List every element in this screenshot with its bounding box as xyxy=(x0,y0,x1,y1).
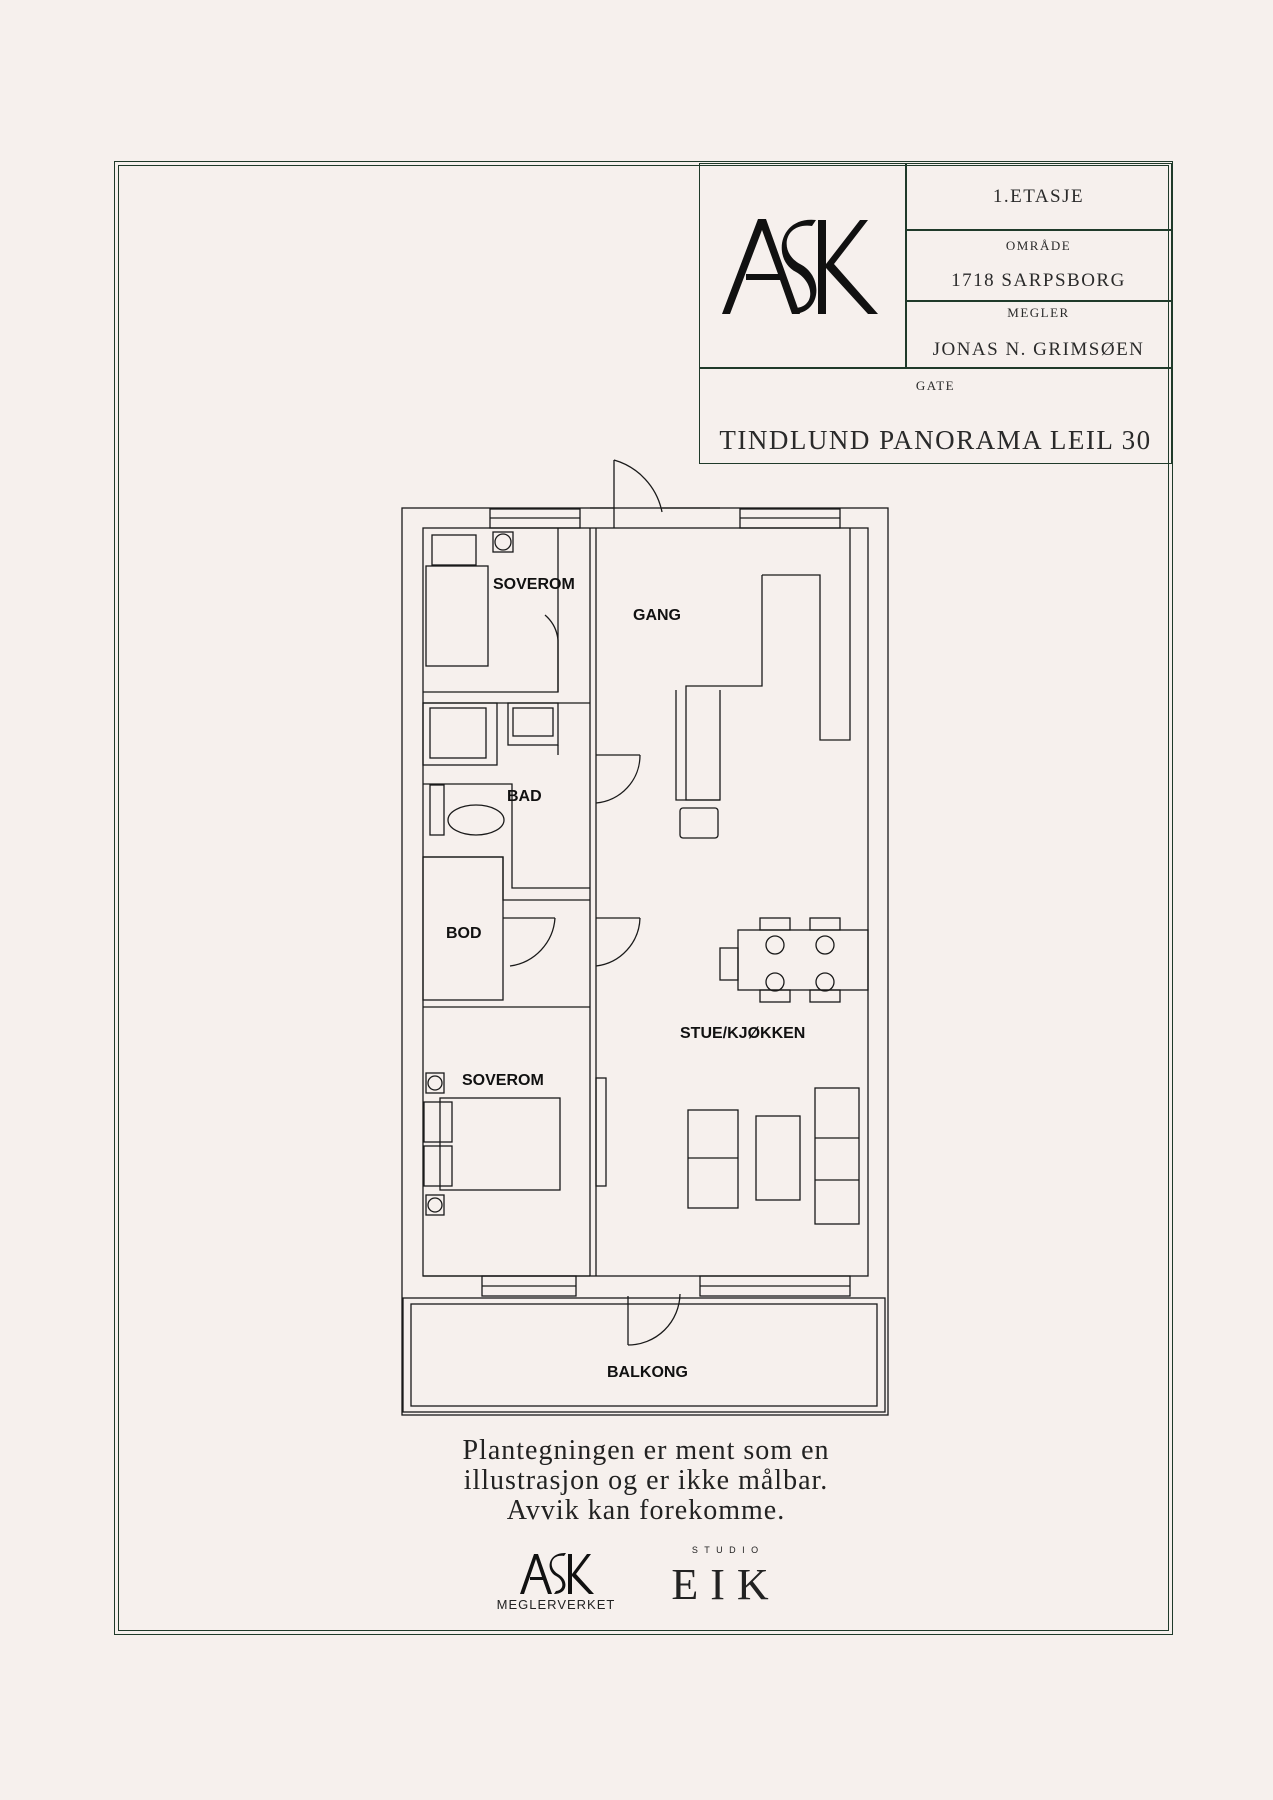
balcony-door xyxy=(627,1293,681,1346)
disclaimer: Plantegningen er ment som en illustrasjo… xyxy=(336,1436,956,1526)
room-label-bedroom-1: SOVEROM xyxy=(493,576,575,593)
bathroom-fixtures xyxy=(429,707,554,836)
floor-value: 1.ETASJE xyxy=(992,186,1085,207)
area-cell: OMRÅDE 1718 SARPSBORG xyxy=(905,229,1172,302)
room-label-storage: BOD xyxy=(446,925,482,942)
area-label: OMRÅDE xyxy=(1005,238,1072,253)
bedroom-1-bed xyxy=(425,531,514,667)
living-furniture xyxy=(595,1077,860,1225)
floor-cell: 1.ETASJE xyxy=(905,163,1172,231)
street-value: TINDLUND PANORAMA LEIL 30 xyxy=(719,425,1152,455)
dining-table xyxy=(719,917,869,1003)
room-label-balcony: BALKONG xyxy=(607,1364,688,1381)
title-block-logo-cell xyxy=(699,163,907,369)
drawing-frame-inner xyxy=(118,165,1169,1631)
room-label-bathroom: BAD xyxy=(507,788,542,805)
broker-label: MEGLER xyxy=(1007,305,1070,320)
room-label-living-kitchen: STUE/KJØKKEN xyxy=(680,1025,805,1042)
street-cell: GATE TINDLUND PANORAMA LEIL 30 xyxy=(699,367,1172,464)
studio-label: S T U D I O xyxy=(691,1545,761,1555)
disclaimer-line-3: Avvik kan forekomme. xyxy=(506,1495,786,1526)
bedroom-2-bed xyxy=(423,1072,561,1216)
windows xyxy=(481,508,851,1297)
disclaimer-line-1: Plantegningen er ment som en xyxy=(462,1435,830,1466)
ask-subtitle: MEGLERVERKET xyxy=(496,1597,616,1612)
room-label-bedroom-2: SOVEROM xyxy=(462,1072,544,1089)
disclaimer-line-2: illustrasjon og er ikke målbar. xyxy=(463,1465,829,1496)
interior-walls xyxy=(422,528,641,1277)
ask-logo xyxy=(722,219,878,314)
street-label: GATE xyxy=(915,378,956,393)
kitchen-counter xyxy=(675,528,851,839)
room-label-hallway: GANG xyxy=(633,607,681,624)
studio-eik-name: EIK xyxy=(671,1560,781,1609)
broker-cell: MEGLER JONAS N. GRIMSØEN xyxy=(905,300,1172,369)
entrance-door xyxy=(590,459,720,528)
exterior-walls xyxy=(401,507,889,1416)
broker-value: JONAS N. GRIMSØEN xyxy=(932,339,1145,360)
area-value: 1718 SARPSBORG xyxy=(951,270,1126,291)
drawing-frame-outer xyxy=(114,161,1173,1635)
ask-meglerverket-logo xyxy=(520,1552,594,1594)
